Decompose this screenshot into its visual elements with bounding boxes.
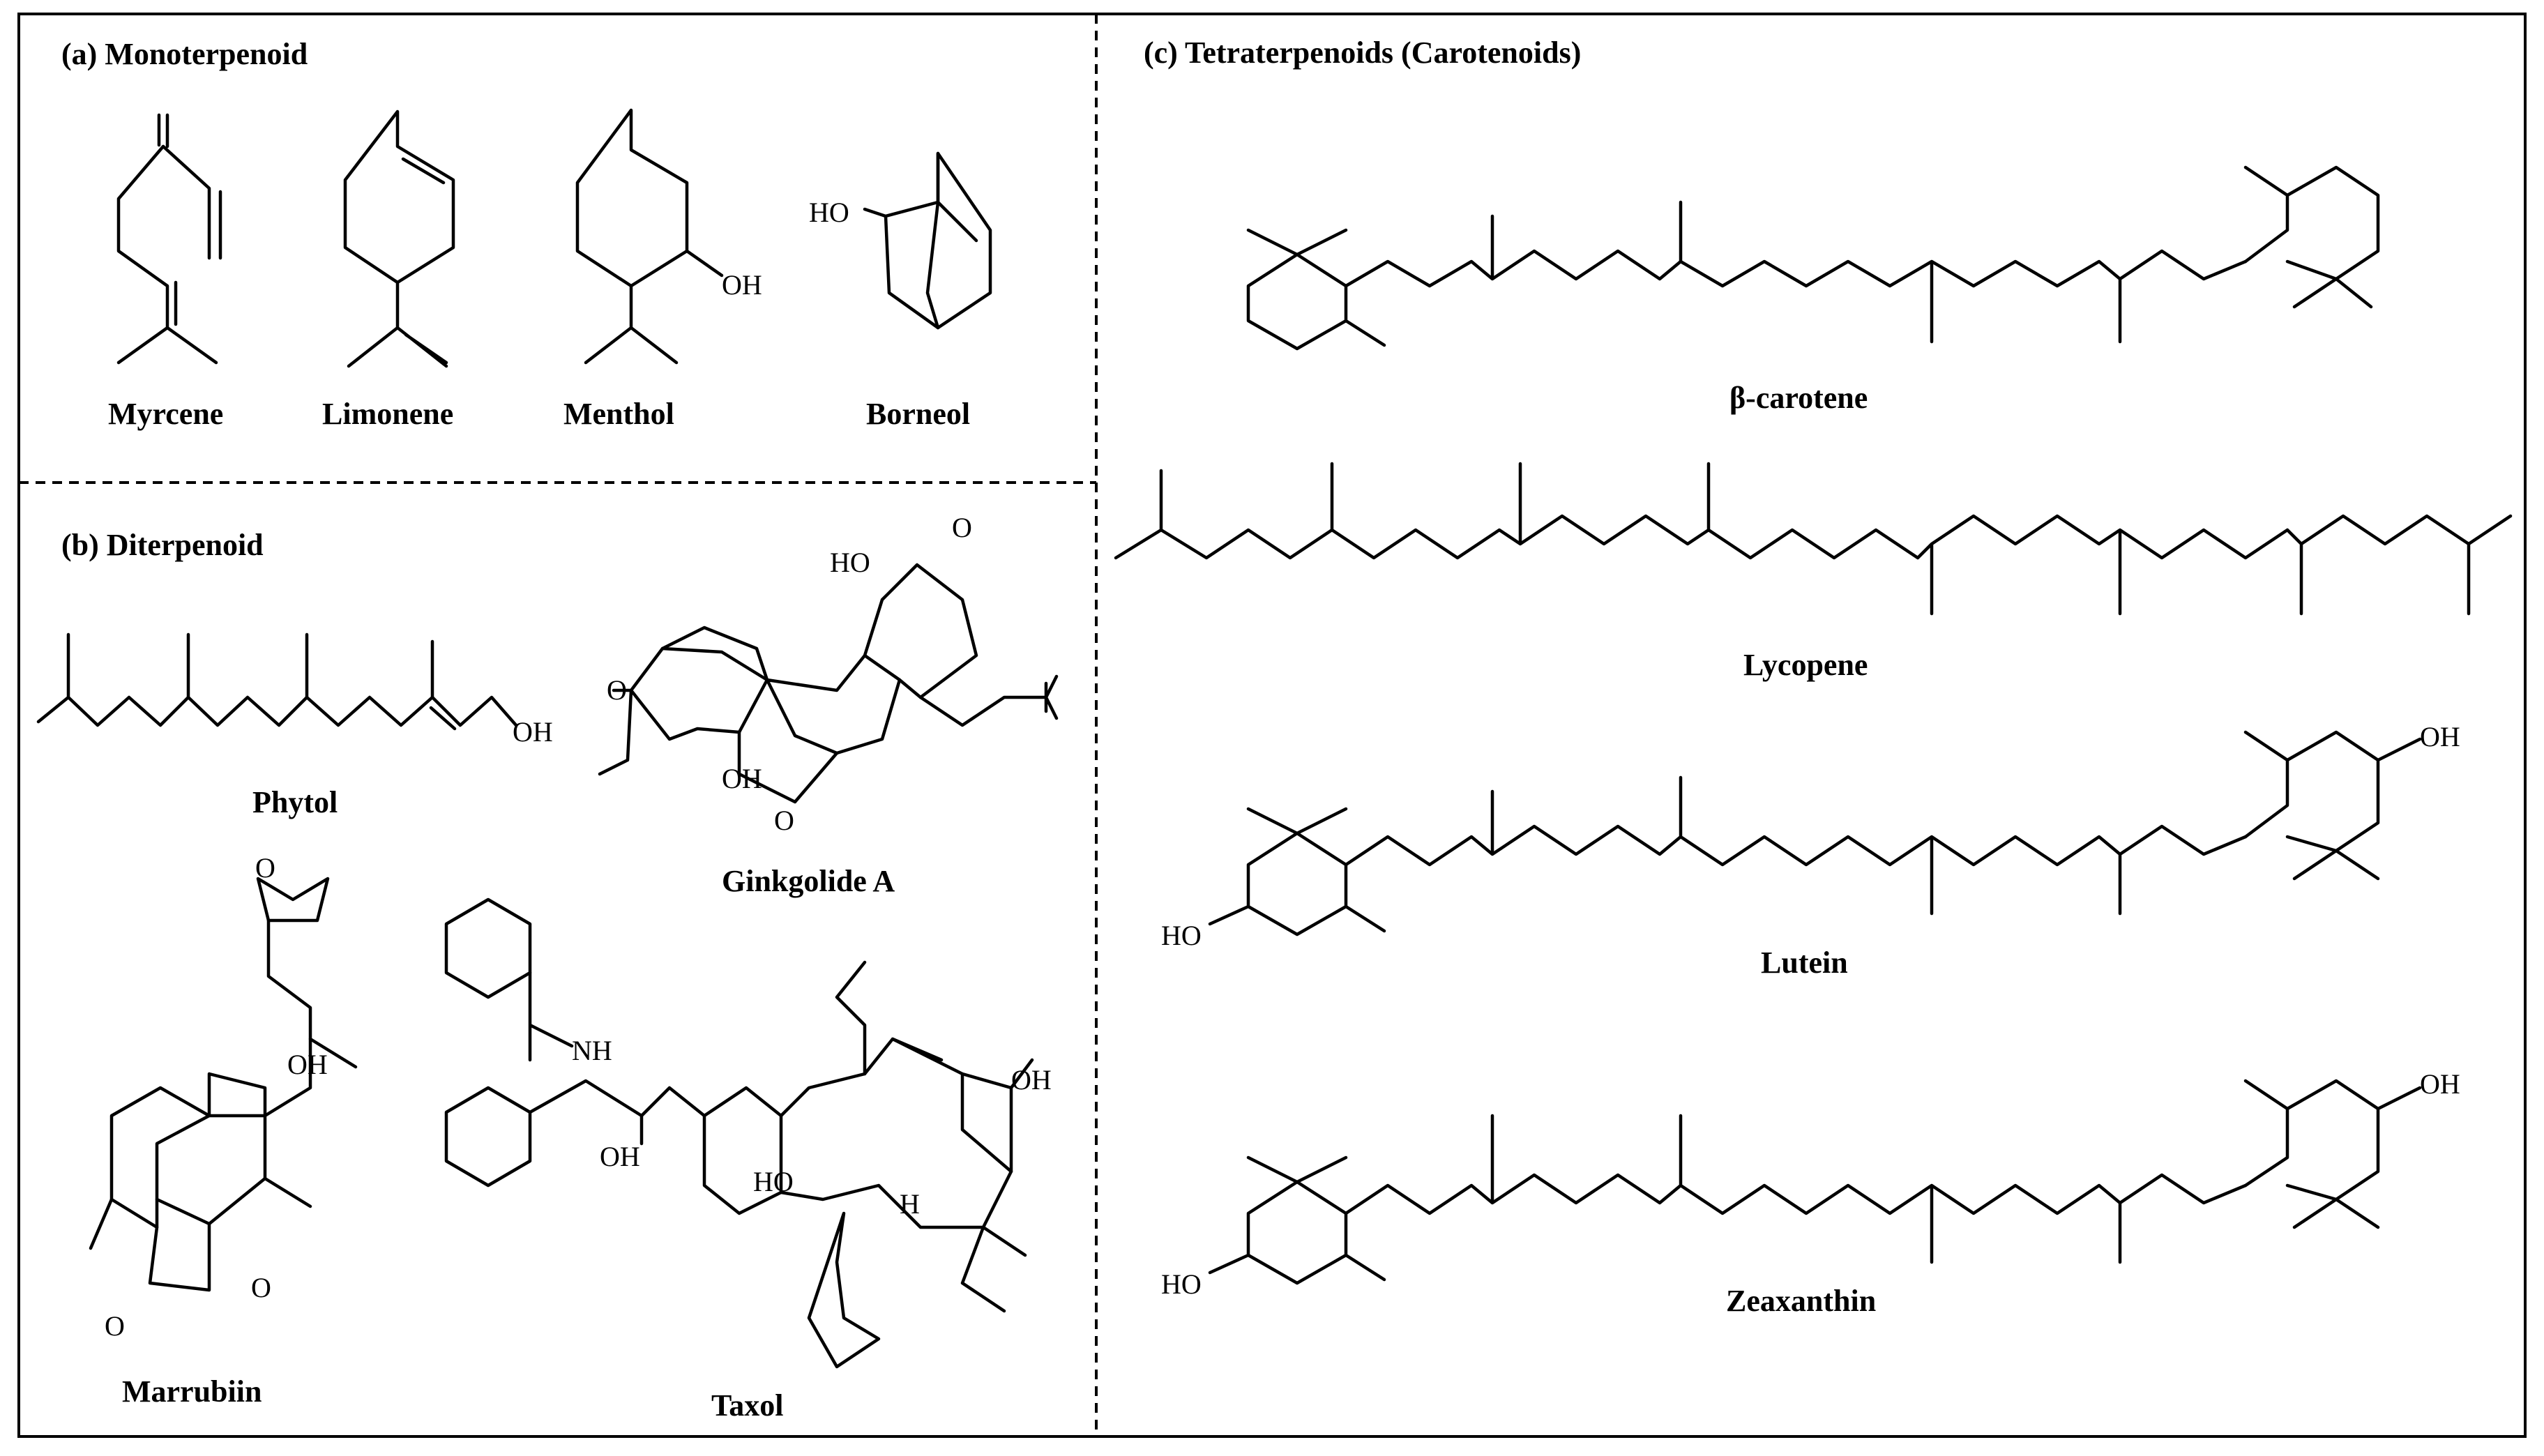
compound-beta-carotene: β-carotene xyxy=(1729,381,1868,415)
ginkgolide-o-bottom: O xyxy=(774,805,794,836)
ginkgolide-o-left: O xyxy=(607,674,627,706)
marrubiin-o-carbonyl: O xyxy=(105,1310,125,1342)
marrubiin-structure xyxy=(89,877,358,1292)
taxol-ho: HO xyxy=(753,1166,794,1197)
taxol-h: H xyxy=(900,1188,920,1220)
zeaxanthin-oh: OH xyxy=(2420,1068,2460,1100)
menthol-oh: OH xyxy=(722,269,762,301)
compound-zeaxanthin: Zeaxanthin xyxy=(1726,1284,1876,1318)
compound-limonene: Limonene xyxy=(322,397,453,431)
taxol-nh: NH xyxy=(572,1035,612,1066)
phytol-oh: OH xyxy=(513,716,553,748)
marrubiin-o-furan: O xyxy=(255,852,275,884)
phytol-structure xyxy=(36,632,518,731)
compound-marrubiin: Marrubiin xyxy=(122,1374,262,1409)
compound-lycopene: Lycopene xyxy=(1743,648,1868,682)
compound-taxol: Taxol xyxy=(711,1388,784,1423)
section-b-title: (b) Diterpenoid xyxy=(61,528,264,562)
borneol-structure xyxy=(863,151,992,330)
taxol-oh-ring: OH xyxy=(1011,1064,1052,1095)
beta-carotene-structure xyxy=(1246,165,2380,351)
ginkgolide-structure xyxy=(598,563,1059,804)
ginkgolide-ho: HO xyxy=(830,547,870,578)
section-a-title: (a) Monoterpenoid xyxy=(61,37,308,71)
compound-phytol: Phytol xyxy=(252,785,338,819)
menthol-structure xyxy=(575,108,724,365)
lutein-structure xyxy=(1208,730,2422,936)
lutein-ho: HO xyxy=(1161,920,1202,951)
compound-borneol: Borneol xyxy=(866,397,970,431)
limonene-structure xyxy=(343,109,455,368)
marrubiin-oh: OH xyxy=(287,1049,328,1080)
compound-ginkgolide-a: Ginkgolide A xyxy=(722,864,895,898)
lutein-oh: OH xyxy=(2420,721,2460,752)
figure-frame xyxy=(17,13,2527,1438)
section-c-title: (c) Tetraterpenoids (Carotenoids) xyxy=(1144,36,1581,70)
marrubiin-o-ring: O xyxy=(251,1272,271,1303)
zeaxanthin-ho: HO xyxy=(1161,1268,1202,1300)
borneol-ho: HO xyxy=(809,197,849,228)
taxol-oh-side: OH xyxy=(600,1141,640,1172)
compound-myrcene: Myrcene xyxy=(108,397,223,431)
zeaxanthin-structure xyxy=(1208,1079,2422,1285)
myrcene-structure xyxy=(116,113,222,365)
taxol-structure xyxy=(444,897,1034,1369)
compound-lutein: Lutein xyxy=(1761,946,1848,980)
ginkgolide-oh: OH xyxy=(722,763,762,794)
compound-menthol: Menthol xyxy=(563,397,674,431)
ginkgolide-o-top: O xyxy=(952,512,972,543)
lycopene-structure xyxy=(1114,462,2513,616)
